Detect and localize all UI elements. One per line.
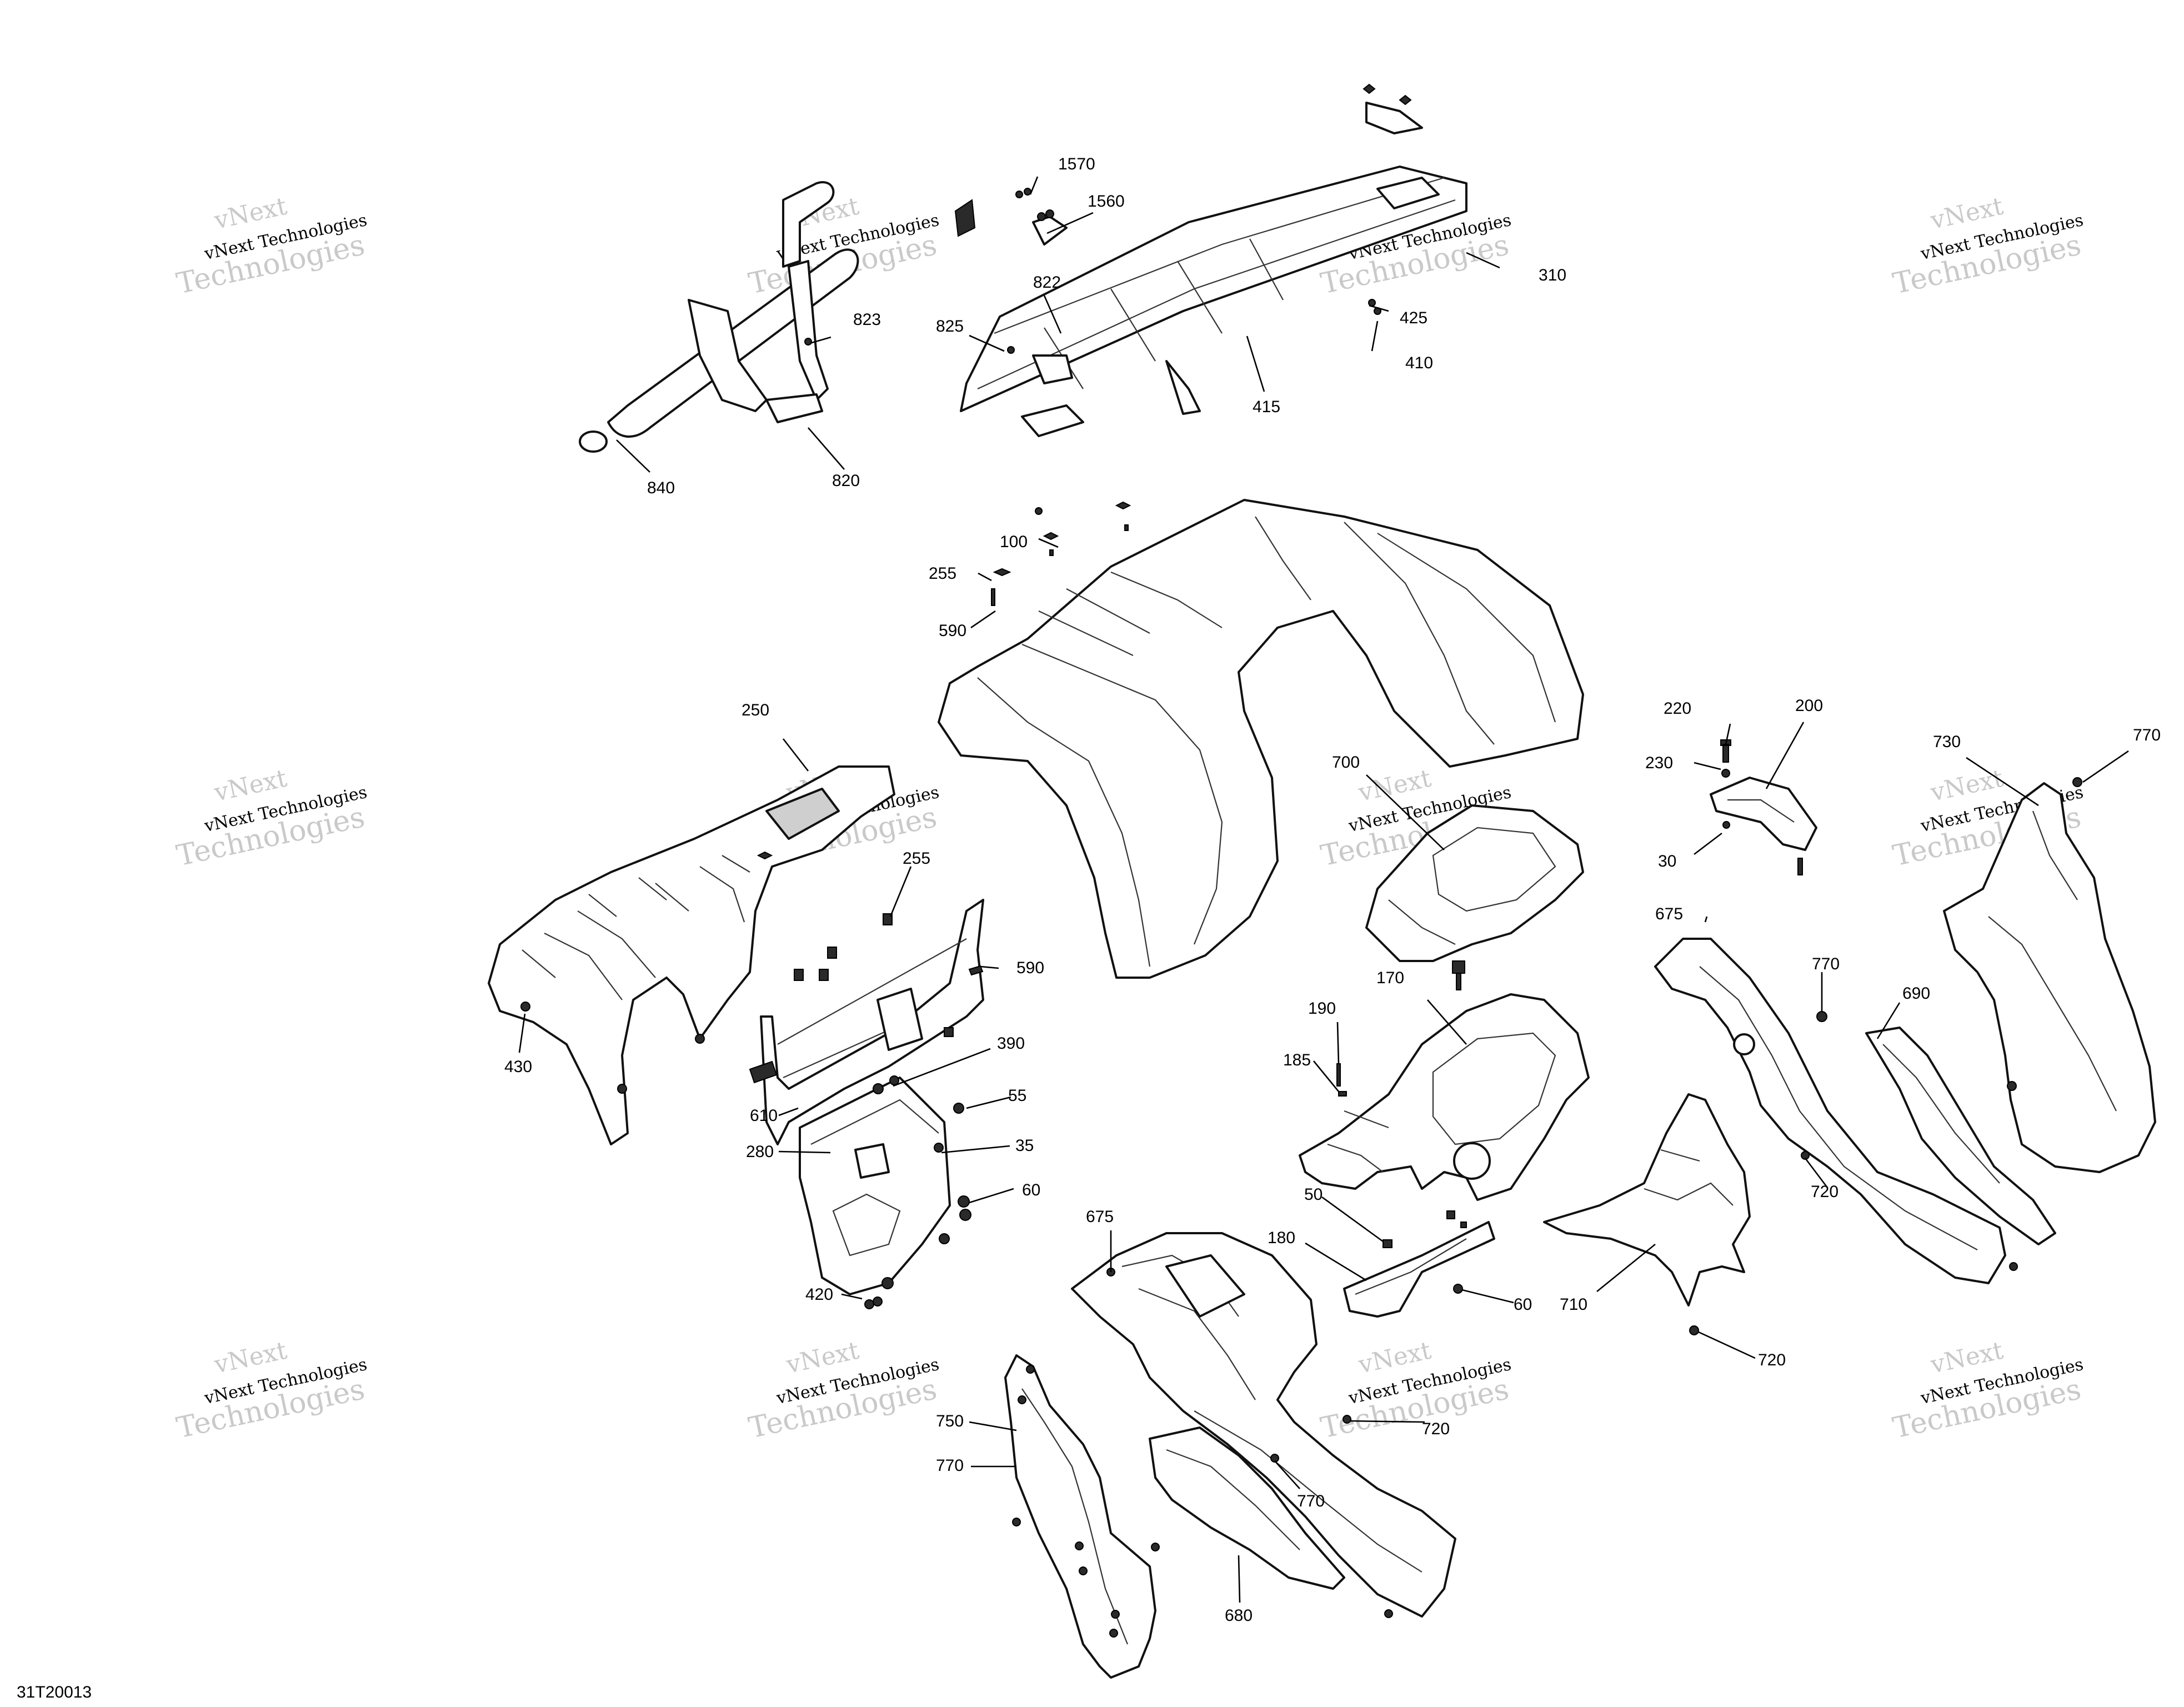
- callout-label: 410: [1405, 354, 1433, 372]
- callout-label: 720: [1422, 1420, 1450, 1438]
- callout-label: 30: [1658, 852, 1676, 870]
- callout-label: 190: [1308, 999, 1336, 1018]
- callout-label: 700: [1332, 753, 1360, 772]
- center-dash-panel: [1299, 960, 1590, 1201]
- side-bracket-750: [1004, 1354, 1160, 1679]
- callout-label: 420: [805, 1285, 833, 1304]
- support-bracket-180: [1343, 1210, 1495, 1318]
- watermark: vNext vNext Technologies Technologies: [174, 192, 369, 301]
- callout-label: 220: [1664, 699, 1691, 718]
- footwell-panel-675: [1071, 1232, 1456, 1618]
- dashboard-housing: [488, 765, 895, 1145]
- callout-label: 770: [1812, 955, 1840, 973]
- callout-label: 710: [1560, 1295, 1587, 1314]
- callout-label: 55: [1008, 1087, 1026, 1105]
- callout-label: 825: [936, 317, 964, 336]
- callout-label: 255: [929, 564, 956, 583]
- callout-label: 720: [1811, 1183, 1839, 1201]
- callout-label: 823: [853, 311, 881, 329]
- callout-label: 185: [1283, 1051, 1311, 1069]
- callout-label: 170: [1376, 969, 1404, 987]
- watermark: vNext vNext Technologies Technologies: [174, 1336, 369, 1445]
- callout-label: 1570: [1058, 155, 1095, 173]
- callout-label: 390: [997, 1034, 1025, 1053]
- callout-label: 590: [1016, 959, 1044, 977]
- callout-label: 200: [1795, 697, 1823, 715]
- callout-label: 840: [647, 479, 675, 497]
- callout-label: 250: [742, 701, 769, 719]
- callout-label: 255: [903, 849, 930, 868]
- callout-label: 415: [1253, 398, 1280, 416]
- front-fender-body: [938, 499, 1584, 979]
- callout-label: 690: [1902, 984, 1930, 1003]
- side-panel-675-right: [1654, 938, 2018, 1284]
- headlight-support-bracket: [749, 899, 984, 1309]
- watermark: vNext vNext Technologies Technologies: [746, 1336, 941, 1445]
- watermark: vNext vNext Technologies Technologies: [1890, 1336, 2085, 1445]
- callout-label: 770: [936, 1456, 964, 1475]
- callout-label: 675: [1086, 1208, 1114, 1226]
- front-rack: [804, 83, 1467, 515]
- watermark: vNext vNext Technologies Technologies: [174, 764, 369, 873]
- callout-label: 310: [1539, 266, 1566, 284]
- callout-label: 230: [1645, 754, 1673, 772]
- callout-label: 180: [1268, 1229, 1295, 1247]
- watermark: vNext vNext Technologies Technologies: [1890, 192, 2085, 301]
- front-handle-tube: [579, 181, 976, 453]
- callout-labels: 1570 1560 822 823 825 840 820 310 425 41…: [504, 155, 2161, 1625]
- footwell-cover-680: [1149, 1426, 1345, 1590]
- callout-label: 280: [746, 1143, 774, 1161]
- side-panel-690: [1865, 1027, 2056, 1245]
- callout-label: 50: [1304, 1185, 1323, 1204]
- callout-label: 822: [1033, 273, 1061, 292]
- callout-label: 770: [1297, 1492, 1325, 1510]
- callout-label: 680: [1225, 1606, 1253, 1625]
- callout-label: 675: [1655, 905, 1683, 923]
- floor-panel-710: [1543, 1093, 1751, 1335]
- callout-label: 425: [1400, 309, 1427, 327]
- callout-label: 35: [1015, 1137, 1034, 1155]
- leader-lines: [518, 176, 2129, 1603]
- callout-label: 1560: [1088, 192, 1125, 211]
- callout-label: 60: [1514, 1295, 1532, 1314]
- side-panel-200: [1710, 739, 1817, 875]
- watermark: vNext vNext Technologies Technologies: [1318, 1336, 1513, 1445]
- callout-label: 590: [939, 622, 966, 640]
- callout-label: 430: [504, 1058, 532, 1076]
- callout-label: 770: [2133, 726, 2161, 744]
- callout-label: 720: [1758, 1351, 1786, 1369]
- callout-label: 750: [936, 1412, 964, 1430]
- callout-label: 610: [750, 1107, 778, 1125]
- side-panel-730: [1943, 777, 2156, 1173]
- callout-label: 100: [1000, 533, 1028, 551]
- callout-label: 820: [832, 472, 860, 490]
- callout-label: 60: [1022, 1181, 1040, 1199]
- figure-code: 31T20013: [17, 1683, 92, 1701]
- callout-label: 730: [1933, 733, 1961, 751]
